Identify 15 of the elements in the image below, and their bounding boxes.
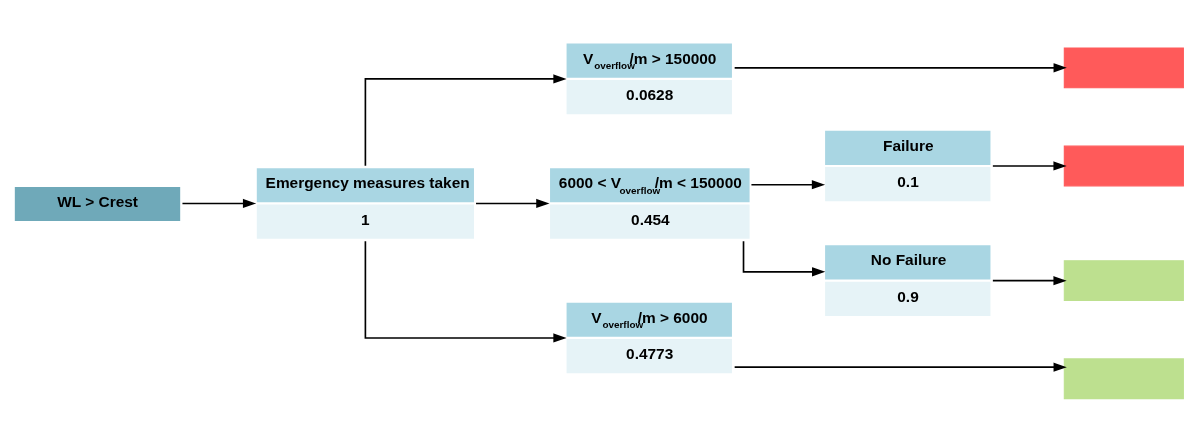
arrow (475, 198, 550, 208)
node-box (1063, 357, 1184, 399)
arrow (733, 62, 1067, 72)
node-box (1063, 259, 1184, 301)
arrow (181, 198, 257, 208)
arrow (992, 275, 1067, 285)
arrow (992, 160, 1067, 171)
arrow (742, 239, 826, 276)
arrow (364, 73, 567, 167)
node-box (1063, 145, 1184, 186)
node-box (1063, 46, 1184, 88)
arrow (750, 179, 826, 189)
node-box: WL > Crest (14, 186, 181, 221)
arrow (364, 239, 567, 343)
arrow (733, 362, 1067, 372)
